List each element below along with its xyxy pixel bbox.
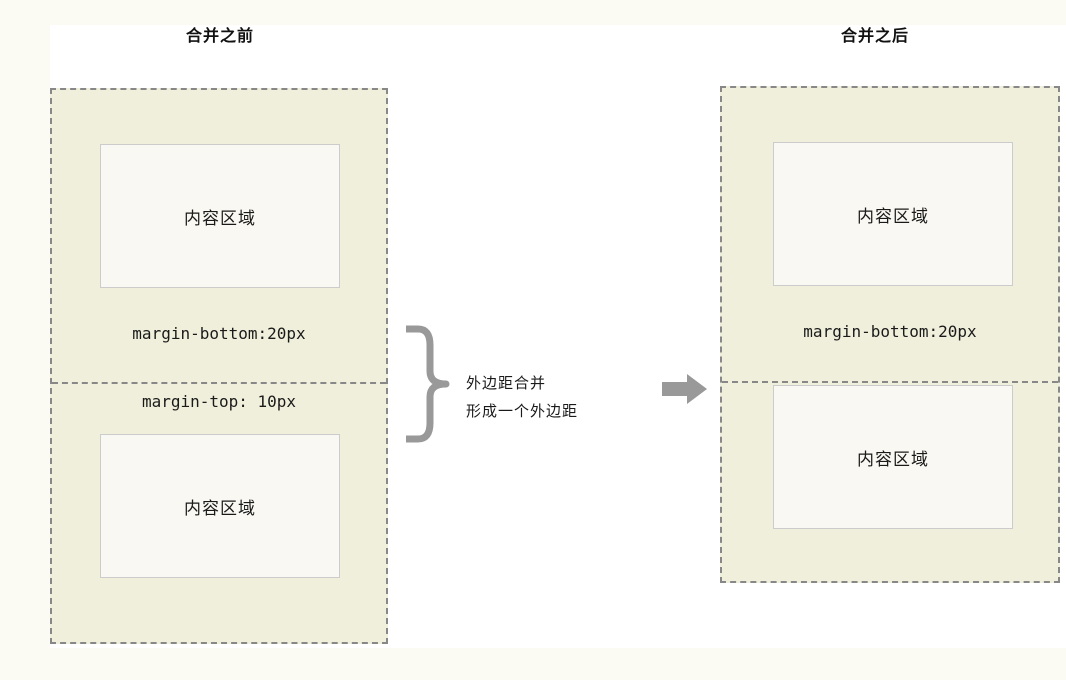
merge-annotation-line1: 外边距合并 <box>466 375 547 392</box>
margin-box-after: 内容区域 margin-bottom:20px 内容区域 <box>720 86 1060 583</box>
margin-divider-before <box>52 382 386 384</box>
margin-top-label-before: margin-top: 10px <box>141 392 297 411</box>
arrow-right-icon <box>662 374 707 404</box>
margin-divider-after <box>722 381 1058 383</box>
margin-bottom-label-before: margin-bottom:20px <box>132 324 306 343</box>
margin-bottom-label-after: margin-bottom:20px <box>803 322 977 341</box>
content-area-before-first: 内容区域 <box>100 144 340 288</box>
panel-title-after: 合并之后 <box>840 28 909 45</box>
content-area-after-second: 内容区域 <box>773 385 1013 529</box>
merge-annotation-line2: 形成一个外边距 <box>466 403 579 420</box>
content-area-after-first: 内容区域 <box>773 142 1013 286</box>
curly-brace-right-icon <box>406 325 450 443</box>
content-area-before-second: 内容区域 <box>100 434 340 578</box>
panel-title-before: 合并之前 <box>185 28 254 45</box>
merge-annotation: 外边距合并 形成一个外边距 <box>466 370 578 426</box>
margin-box-before: 内容区域 margin-bottom:20px margin-top: 10px… <box>50 88 388 644</box>
